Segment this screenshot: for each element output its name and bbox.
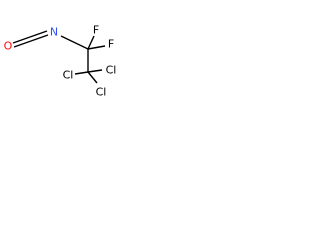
atom-oxygen: O [4,40,13,53]
bond-c-n [29,30,49,42]
bond-ccl3-cl-left [74,71,89,75]
molecule-structure: O N F F Cl Cl Cl [4,24,117,99]
bond-o-c [12,36,32,48]
bond-cf2-f-left [87,35,95,50]
bond-ccl3-cl-right [87,69,103,73]
bond-ccl3-cl-bottom [87,71,98,84]
bond-cf2-f-right [87,45,106,50]
atom-chlorine-right: Cl [106,64,117,77]
atom-fluorine-right: F [108,38,114,51]
atom-nitrogen: N [50,26,58,39]
bond-n-cf2 [60,35,89,50]
atom-chlorine-left: Cl [63,69,74,82]
atom-chlorine-bottom: Cl [96,86,107,99]
atom-fluorine-left: F [93,24,99,37]
